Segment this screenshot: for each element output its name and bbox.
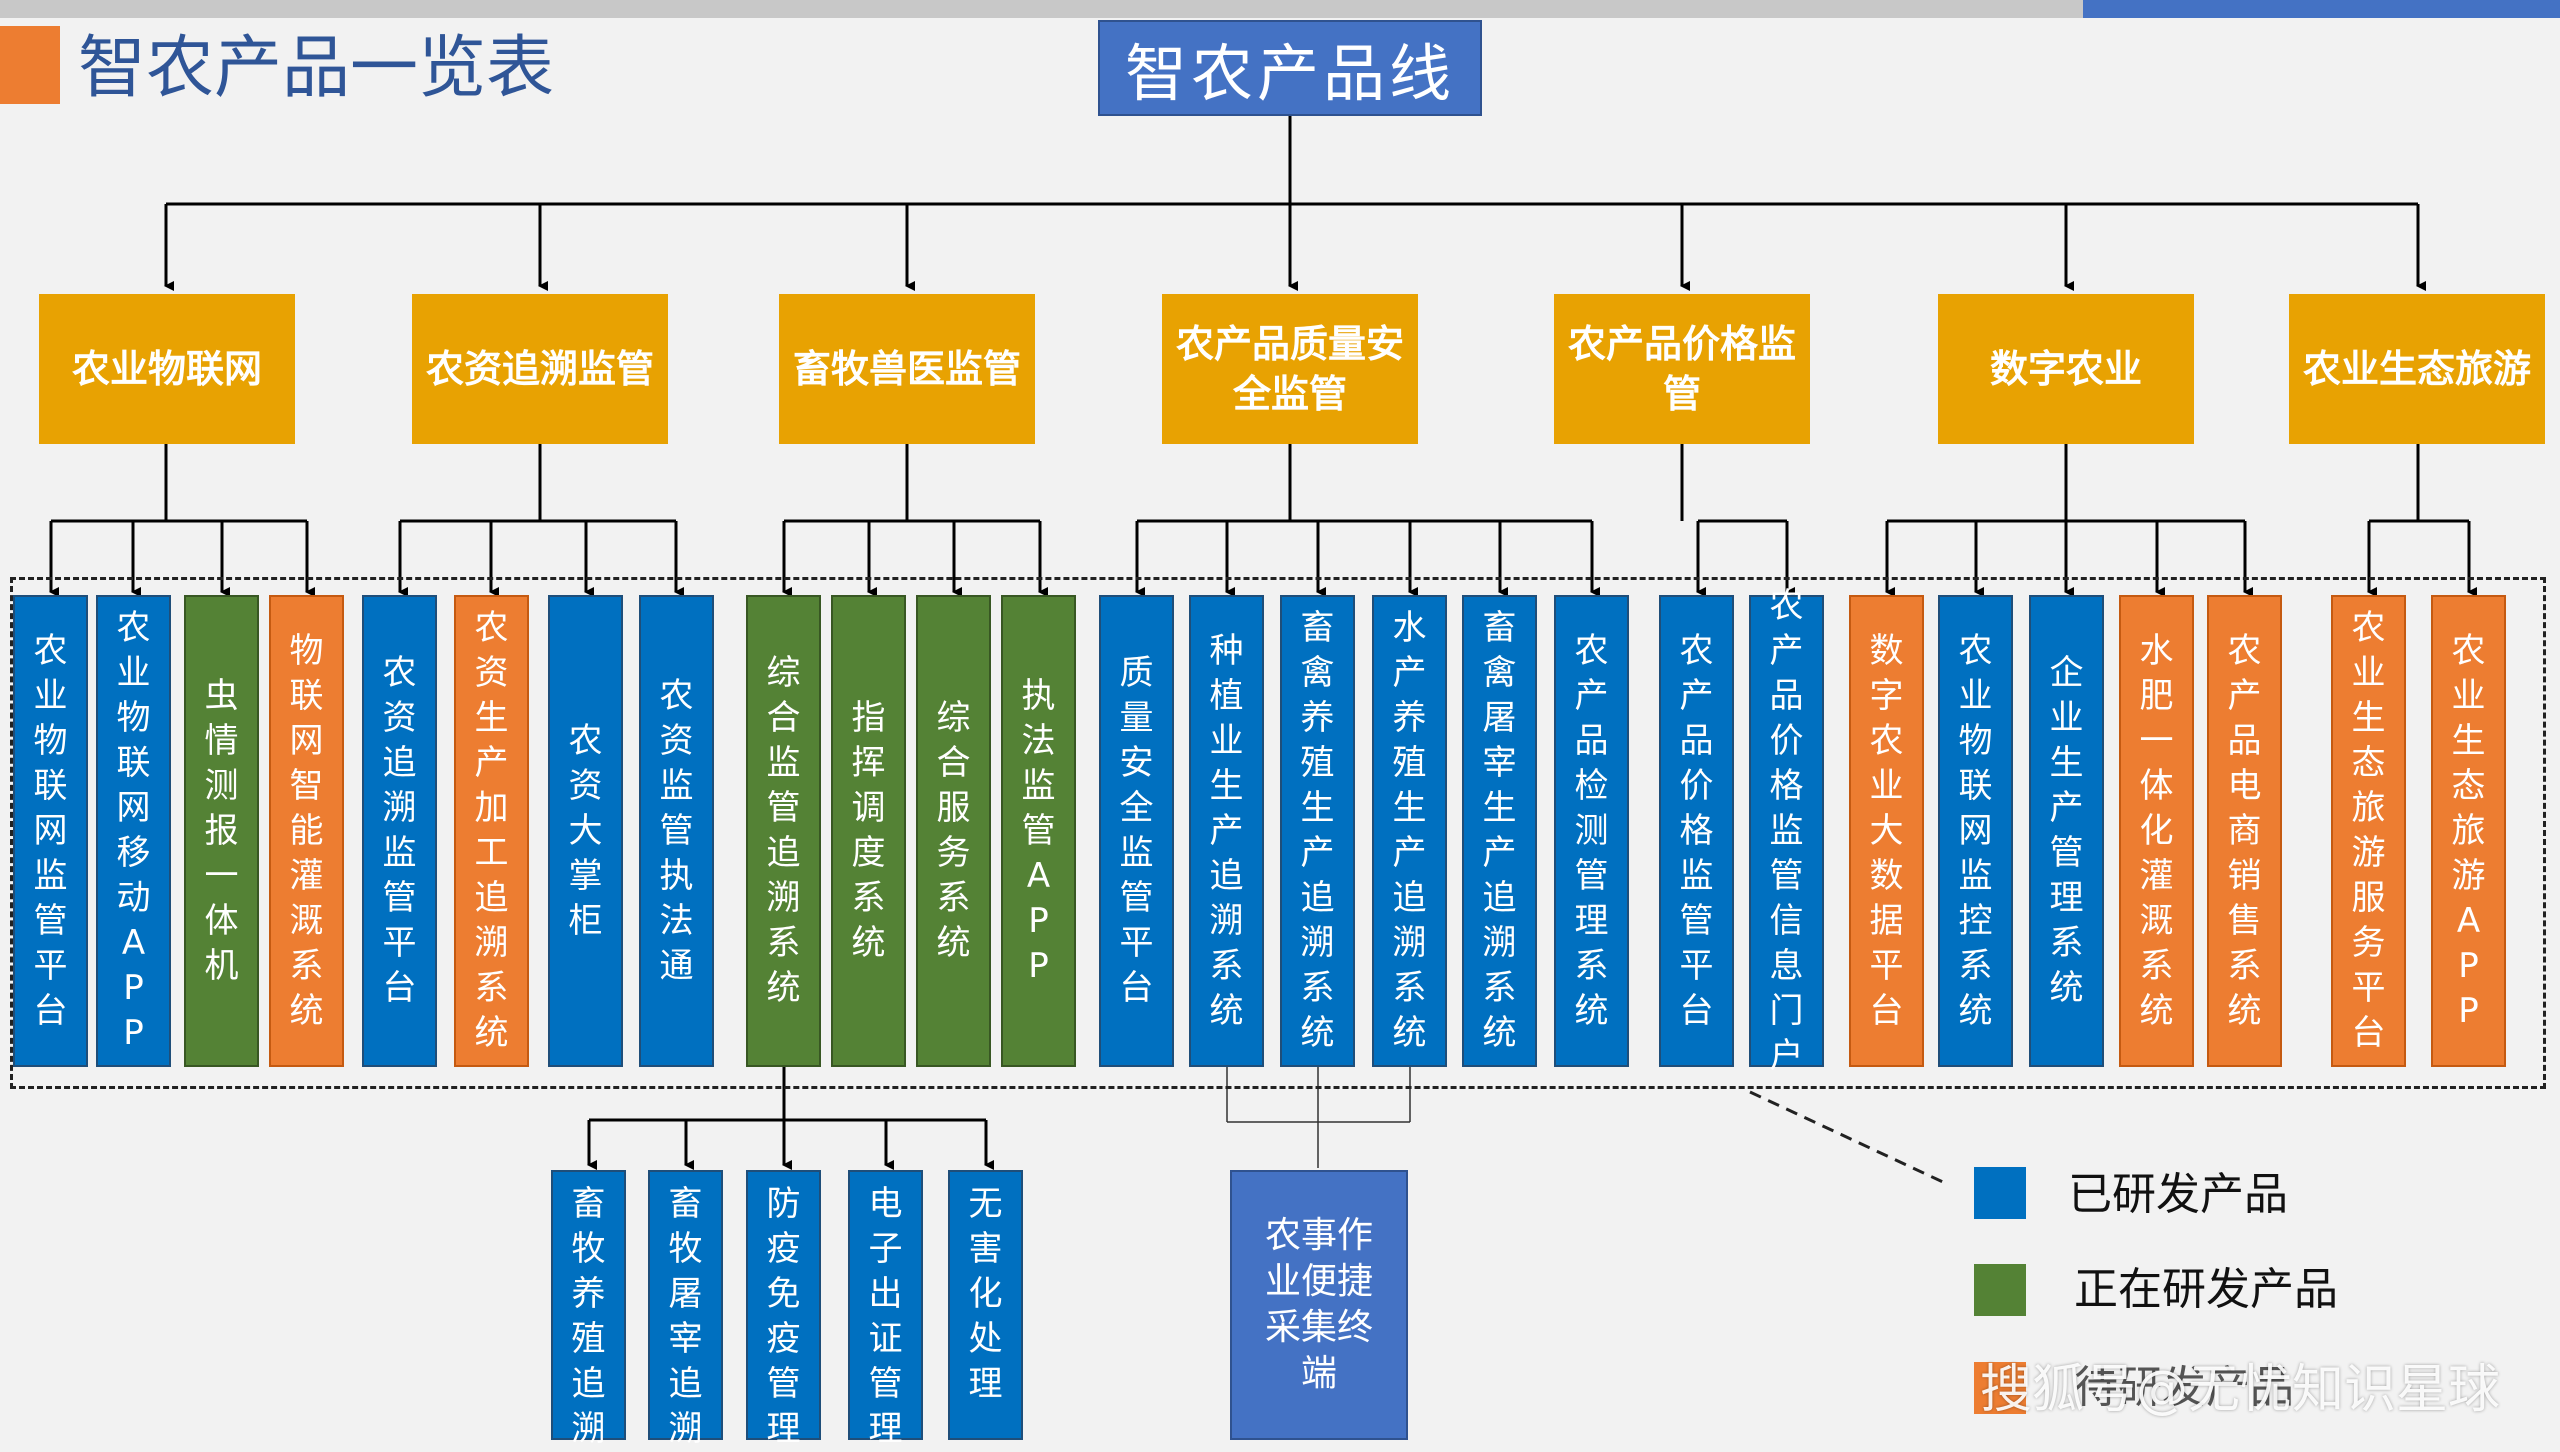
- product-label: 农资监管执法通: [659, 675, 694, 986]
- subproduct-harmless-disposal: 无害化处理: [948, 1170, 1023, 1440]
- product-label: 虫情测报一体机: [204, 675, 239, 986]
- product-input-trace-platform: 农资追溯监管平台: [362, 595, 437, 1067]
- category-quality-safety: 农产品质量安全监管: [1162, 294, 1418, 444]
- product-label: 农资追溯监管平台: [382, 653, 417, 1008]
- product-dispatch-system: 指挥调度系统: [831, 595, 906, 1067]
- product-price-portal: 农产品价格监管信息门户: [1749, 586, 1824, 1076]
- product-label: 质量安全监管平台: [1119, 653, 1154, 1008]
- product-livestock-trace: 综合监管追溯系统: [746, 595, 821, 1067]
- product-label: 数字农业大数据平台: [1869, 630, 1904, 1031]
- product-crop-trace: 种植业生产追溯系统: [1189, 595, 1264, 1067]
- page-title: 智农产品一览表: [78, 29, 555, 108]
- product-label: 无害化处理: [968, 1184, 1003, 1404]
- product-label: 畜牧屠宰追溯: [668, 1184, 703, 1449]
- legend-swatch-developing: [1974, 1264, 2026, 1316]
- product-label: 农产品价格监管信息门户: [1769, 585, 1804, 1076]
- legend-swatch-developed: [1974, 1167, 2026, 1219]
- product-label: 综合服务系统: [936, 698, 971, 963]
- category-iot: 农业物联网: [39, 294, 295, 444]
- product-pest-forecast-machine: 虫情测报一体机: [184, 595, 259, 1067]
- watermark: 搜狐号@无忧知识星球: [1980, 1360, 2501, 1420]
- product-label: 种植业生产追溯系统: [1209, 630, 1244, 1031]
- product-label: 农业物联网移动APP: [116, 608, 151, 1053]
- product-label: 指挥调度系统: [851, 698, 886, 963]
- product-label: 畜牧养殖追溯: [571, 1184, 606, 1449]
- product-label: 物联网智能灌溉系统: [289, 630, 324, 1031]
- title-accent-block: [0, 26, 60, 104]
- product-eco-tourism-platform: 农业生态旅游服务平台: [2331, 595, 2406, 1067]
- legend-label-planned: 待研发产品: [2074, 1362, 2294, 1413]
- product-slaughter-trace: 畜禽屠宰生产追溯系统: [1462, 595, 1537, 1067]
- product-label: 农资大掌柜: [568, 720, 603, 941]
- product-enterprise-production: 企业生产管理系统: [2029, 595, 2104, 1067]
- product-input-cabinet: 农资大掌柜: [548, 595, 623, 1067]
- product-input-processing-trace: 农资生产加工追溯系统: [454, 595, 529, 1067]
- product-poultry-breeding-trace: 畜禽养殖生产追溯系统: [1280, 595, 1355, 1067]
- product-quality-platform: 质量安全监管平台: [1099, 595, 1174, 1067]
- product-iot-platform: 农业物联网监管平台: [13, 595, 88, 1067]
- product-input-enforcement: 农资监管执法通: [639, 595, 714, 1067]
- legend-label-developed: 已研发产品: [2068, 1169, 2288, 1220]
- product-label: 畜禽养殖生产追溯系统: [1300, 608, 1335, 1053]
- product-label: 综合监管追溯系统: [766, 653, 801, 1008]
- product-label: 畜禽屠宰生产追溯系统: [1482, 608, 1517, 1053]
- product-service-system: 综合服务系统: [916, 595, 991, 1067]
- product-label: 电子出证管理: [868, 1184, 903, 1449]
- product-label: 水肥一体化灌溉系统: [2139, 630, 2174, 1031]
- subproduct-livestock-breeding-trace: 畜牧养殖追溯: [551, 1170, 626, 1449]
- category-livestock-vet: 畜牧兽医监管: [779, 294, 1035, 444]
- product-iot-monitoring: 农业物联网监控系统: [1938, 595, 2013, 1067]
- product-label: 农产品检测管理系统: [1574, 630, 1609, 1031]
- legend-label-developing: 正在研发产品: [2074, 1264, 2338, 1315]
- top-bar-grey: [0, 0, 2083, 18]
- product-label: 农产品价格监管平台: [1679, 630, 1714, 1031]
- legend-swatch-planned: [1974, 1362, 2026, 1414]
- product-label: 农资生产加工追溯系统: [474, 608, 509, 1053]
- product-label: 执法监管APP: [1021, 675, 1056, 986]
- product-fertigation: 水肥一体化灌溉系统: [2119, 595, 2194, 1067]
- category-eco-tourism: 农业生态旅游: [2289, 294, 2545, 444]
- category-farm-input-trace: 农资追溯监管: [412, 294, 668, 444]
- product-label: 防疫免疫管理: [766, 1184, 801, 1449]
- product-label: 农产品电商销售系统: [2227, 630, 2262, 1031]
- product-label: 农业物联网监控系统: [1958, 630, 1993, 1031]
- product-enforcement-app: 执法监管APP: [1001, 595, 1076, 1067]
- product-label: 农业生态旅游服务平台: [2351, 608, 2386, 1053]
- category-price-supervision: 农产品价格监管: [1554, 294, 1810, 444]
- product-label: 农业物联网监管平台: [33, 630, 68, 1031]
- product-price-platform: 农产品价格监管平台: [1659, 595, 1734, 1067]
- subproduct-slaughter-trace: 畜牧屠宰追溯: [648, 1170, 723, 1449]
- category-digital-agriculture: 数字农业: [1938, 294, 2194, 444]
- product-iot-mobile-app: 农业物联网移动APP: [96, 595, 171, 1067]
- subproduct-electronic-certificate: 电子出证管理: [848, 1170, 923, 1449]
- product-eco-tourism-app: 农业生态旅游APP: [2431, 595, 2506, 1067]
- product-testing-management: 农产品检测管理系统: [1554, 595, 1629, 1067]
- product-label: 水产养殖生产追溯系统: [1392, 608, 1427, 1053]
- product-label: 农业生态旅游APP: [2451, 630, 2486, 1031]
- root-product-line: 智农产品线: [1098, 20, 1482, 116]
- subproduct-epidemic-prevention: 防疫免疫管理: [746, 1170, 821, 1449]
- product-group-frame: [10, 577, 2546, 1089]
- product-big-data-platform: 数字农业大数据平台: [1849, 595, 1924, 1067]
- product-aquaculture-trace: 水产养殖生产追溯系统: [1372, 595, 1447, 1067]
- top-bar-accent: [2083, 0, 2560, 18]
- product-label: 企业生产管理系统: [2049, 653, 2084, 1008]
- product-ecommerce: 农产品电商销售系统: [2207, 595, 2282, 1067]
- field-data-terminal: 农事作业便捷采集终端: [1230, 1170, 1408, 1440]
- product-smart-irrigation: 物联网智能灌溉系统: [269, 595, 344, 1067]
